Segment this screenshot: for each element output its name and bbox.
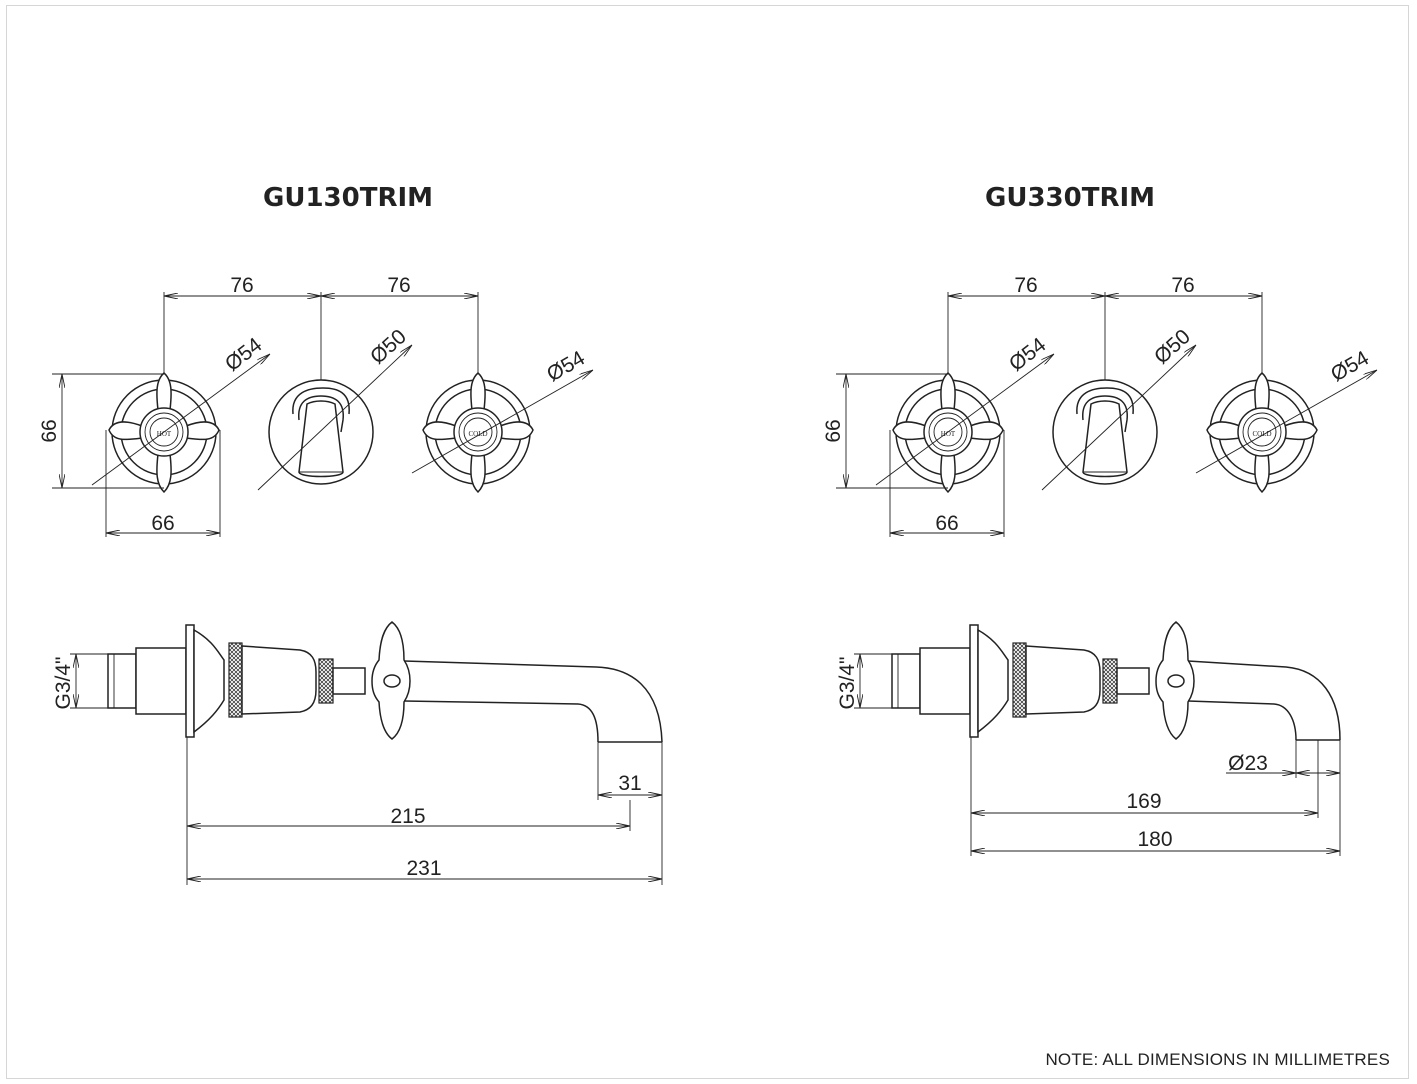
left-reach-1: 215 — [390, 805, 425, 828]
left-dia-handle-1: Ø54 — [221, 333, 267, 376]
drawing-frame — [6, 5, 1409, 1079]
left-width: 66 — [151, 512, 174, 535]
right-height: 66 — [822, 419, 845, 442]
right-thread: G3/4" — [836, 657, 859, 710]
left-dia-spout: Ø50 — [366, 325, 411, 369]
right-spout-icon — [1052, 379, 1158, 485]
right-side-view: G3/4" Ø23 169 180 — [836, 621, 1341, 856]
left-dia-handle-2: Ø54 — [543, 346, 589, 386]
right-title: GU330TRIM — [984, 183, 1156, 213]
right-cold-label: COLD — [1252, 430, 1271, 438]
left-thread: G3/4" — [52, 657, 75, 710]
left-spacing-1: 76 — [230, 274, 253, 297]
left-outlet: 31 — [618, 772, 641, 795]
right-front-view: 76 76 HOT COLD Ø54 Ø50 Ø54 66 66 — [822, 274, 1377, 537]
right-width: 66 — [935, 512, 958, 535]
right-spacing-2: 76 — [1171, 274, 1194, 297]
left-spacing-2: 76 — [387, 274, 410, 297]
left-cold-label: COLD — [468, 430, 487, 438]
left-height: 66 — [38, 419, 61, 442]
dimension-note: NOTE: ALL DIMENSIONS IN MILLIMETRES — [1045, 1050, 1390, 1069]
left-title: GU130TRIM — [262, 183, 434, 213]
left-reach-2: 231 — [406, 857, 441, 880]
right-dia-handle-2: Ø54 — [1327, 346, 1373, 386]
right-dia-spout: Ø50 — [1150, 325, 1195, 369]
right-hot-label: HOT — [941, 430, 956, 438]
right-reach-1: 169 — [1126, 790, 1161, 813]
right-outlet: Ø23 — [1228, 752, 1268, 775]
right-reach-2: 180 — [1137, 828, 1172, 851]
left-hot-label: HOT — [157, 430, 172, 438]
left-spout-icon — [268, 379, 374, 485]
left-front-view: 76 76 HOT COLD Ø54 Ø50 Ø54 66 66 — [38, 274, 593, 537]
right-spacing-1: 76 — [1014, 274, 1037, 297]
left-side-view: G3/4" 31 215 231 — [52, 621, 663, 885]
right-dia-handle-1: Ø54 — [1005, 333, 1051, 376]
